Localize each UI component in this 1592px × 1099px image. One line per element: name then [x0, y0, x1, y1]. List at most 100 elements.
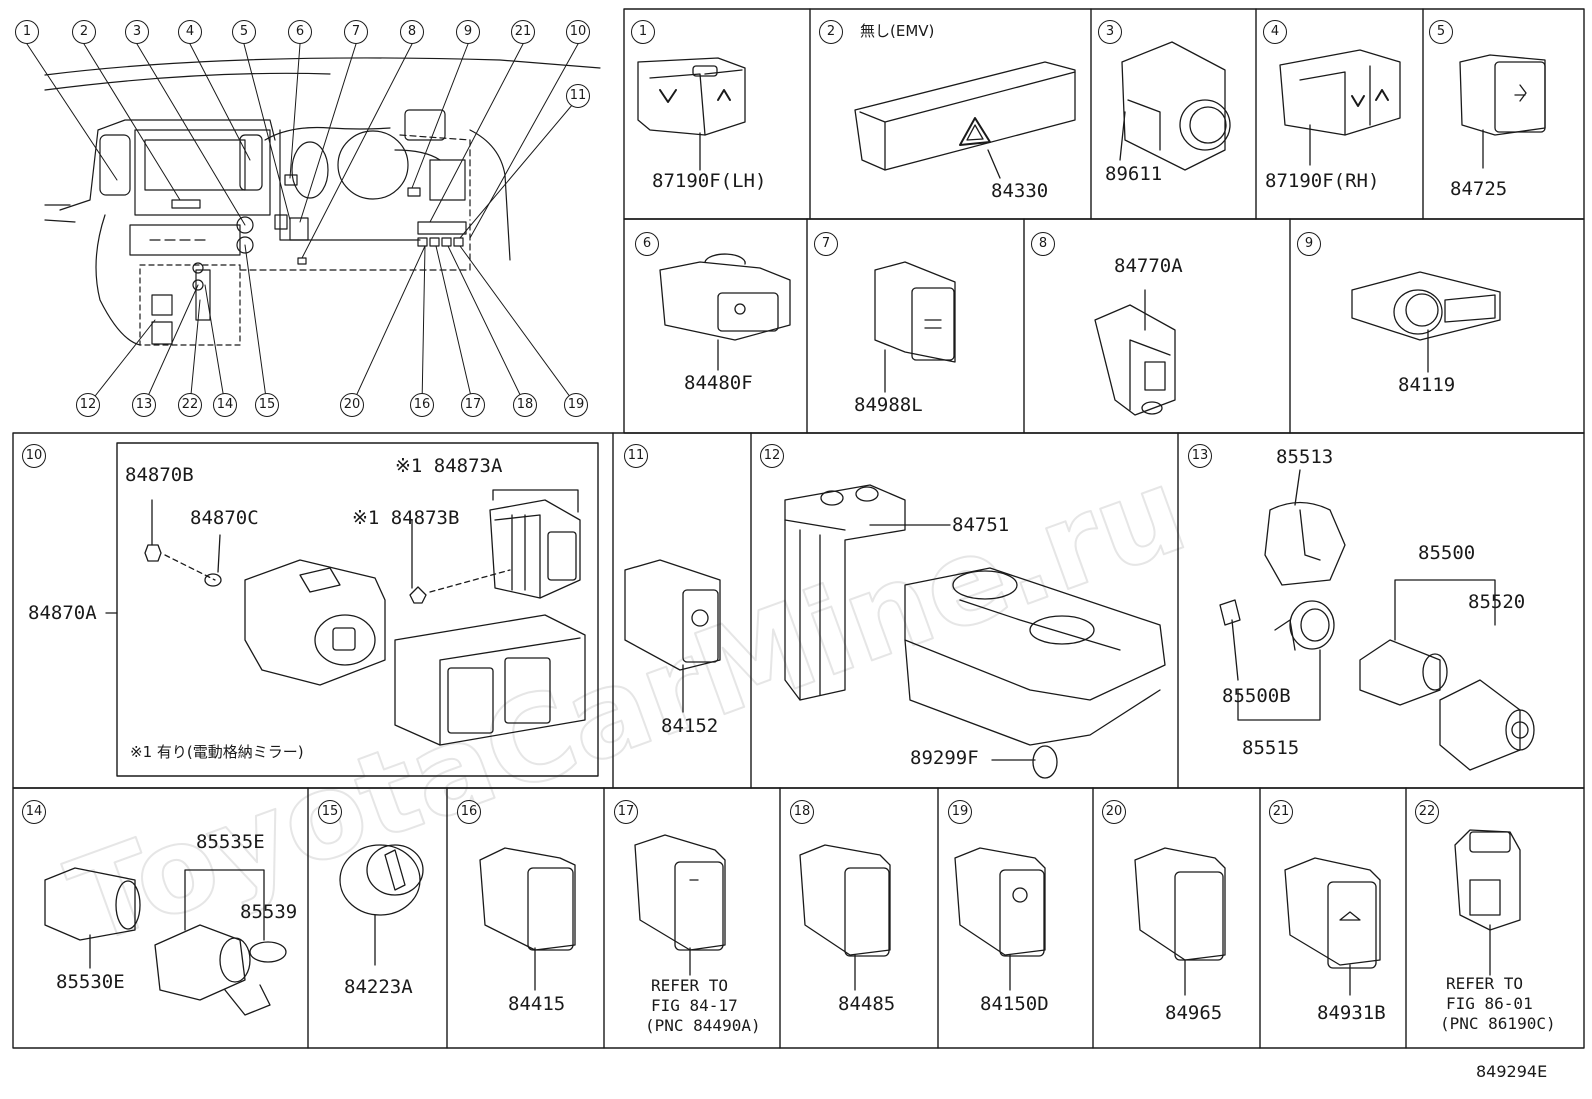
panel-number-7: 7: [814, 232, 838, 256]
overview-callout-19: 19: [564, 393, 588, 417]
panel-2-note: 無し(EMV): [860, 22, 935, 40]
panel-number-21: 21: [1269, 800, 1293, 824]
panel-number-2: 2: [819, 20, 843, 44]
overview-callout-17: 17: [461, 393, 485, 417]
part-label-84119: 84119: [1398, 374, 1456, 396]
panel-number-5: 5: [1429, 20, 1453, 44]
panel-number-20: 20: [1102, 800, 1126, 824]
panel-number-13: 13: [1188, 444, 1212, 468]
part-label-85530E: 85530E: [56, 971, 125, 993]
overview-callout-18: 18: [513, 393, 537, 417]
switch-84988L: [874, 261, 956, 393]
panel-22-ref-line-3: (PNC 86190C): [1440, 1014, 1556, 1033]
overview-callout-13: 13: [132, 393, 156, 417]
overview-callout-9: 9: [456, 20, 480, 44]
socket-84770A: [1094, 289, 1176, 416]
switch-86190C: [1454, 829, 1521, 976]
panel-22-ref-line-2: FIG 86-01: [1446, 994, 1533, 1013]
part-label-84150D: 84150D: [980, 993, 1049, 1015]
panel-84751-89299F: [784, 484, 1166, 779]
part-label-87190F-RH: 87190F(RH): [1265, 170, 1380, 192]
knob-84223A: [339, 844, 424, 966]
part-label-84873B: ※1 84873B: [352, 507, 460, 529]
part-label-84965: 84965: [1165, 1002, 1223, 1024]
socket-assembly-85500: [1219, 469, 1535, 771]
part-label-85500B: 85500B: [1222, 685, 1291, 707]
panel-number-15: 15: [318, 800, 342, 824]
part-label-87190F-LH: 87190F(LH): [652, 170, 767, 192]
switch-84150D: [954, 847, 1046, 991]
panel-number-14: 14: [22, 800, 46, 824]
part-label-85535E: 85535E: [196, 831, 265, 853]
part-label-84725: 84725: [1450, 178, 1508, 200]
panel-number-19: 19: [948, 800, 972, 824]
switch-89611-push-start: [1119, 41, 1231, 171]
part-label-84223A: 84223A: [344, 976, 413, 998]
overview-callout-21: 21: [511, 20, 535, 44]
part-label-84988L: 84988L: [854, 394, 923, 416]
part-label-84770A: 84770A: [1114, 255, 1183, 277]
part-label-85513: 85513: [1276, 446, 1334, 468]
panel-10-note: ※1 有り(電動格納ミラー): [130, 743, 304, 761]
part-label-89299F: 89299F: [910, 747, 979, 769]
part-label-89611: 89611: [1105, 163, 1163, 185]
part-label-84870A: 84870A: [28, 602, 97, 624]
overview-callout-4: 4: [178, 20, 202, 44]
panel-number-8: 8: [1031, 232, 1055, 256]
panel-number-6: 6: [635, 232, 659, 256]
switch-84480F: [659, 253, 791, 371]
part-label-84873A: ※1 84873A: [395, 455, 503, 477]
switch-84490A: [634, 834, 726, 976]
part-label-84931B: 84931B: [1317, 1002, 1386, 1024]
mirror-switch-assembly: [105, 489, 586, 746]
panel-number-10: 10: [22, 444, 46, 468]
panel-number-22: 22: [1415, 800, 1439, 824]
panel-17-ref-line-2: FIG 84-17: [651, 996, 738, 1015]
part-label-85539: 85539: [240, 901, 298, 923]
overview-callout-11: 11: [566, 84, 590, 108]
panel-17-ref-line-1: REFER TO: [651, 976, 729, 995]
switch-84485: [799, 844, 891, 991]
part-label-84415: 84415: [508, 993, 566, 1015]
overview-callout-2: 2: [72, 20, 96, 44]
part-label-84152: 84152: [661, 715, 719, 737]
overview-callout-1: 1: [15, 20, 39, 44]
switch-84965: [1134, 847, 1226, 996]
part-label-85515: 85515: [1242, 737, 1300, 759]
panel-number-18: 18: [790, 800, 814, 824]
part-label-84751: 84751: [952, 514, 1010, 536]
socket-85530E-85535E: [44, 867, 287, 1016]
part-label-84870C: 84870C: [190, 507, 259, 529]
overview-callout-5: 5: [232, 20, 256, 44]
part-label-84480F: 84480F: [684, 372, 753, 394]
switch-84330-hazard: [854, 61, 1076, 179]
panel-22-ref-line-1: REFER TO: [1446, 974, 1524, 993]
diagram-id: 849294E: [1476, 1062, 1548, 1081]
overview-callout-12: 12: [76, 393, 100, 417]
overview-callout-7: 7: [344, 20, 368, 44]
switch-87190F-RH: [1279, 49, 1401, 166]
panel-number-9: 9: [1297, 232, 1321, 256]
overview-callout-16: 16: [410, 393, 434, 417]
panel-number-17: 17: [614, 800, 638, 824]
panel-grid: [12, 8, 1585, 1049]
switch-87190F-LH: [637, 57, 746, 171]
overview-callout-3: 3: [125, 20, 149, 44]
overview-leaders: [26, 43, 579, 406]
part-label-85500: 85500: [1418, 542, 1476, 564]
overview-callout-6: 6: [288, 20, 312, 44]
panel-number-3: 3: [1098, 20, 1122, 44]
panel-number-11: 11: [624, 444, 648, 468]
part-label-84870B: 84870B: [125, 464, 194, 486]
part-label-85520: 85520: [1468, 591, 1526, 613]
switch-84415: [479, 847, 576, 991]
panel-17-ref-line-3: (PNC 84490A): [645, 1016, 761, 1035]
switch-84725: [1459, 54, 1546, 169]
panel-number-16: 16: [457, 800, 481, 824]
overview-callout-15: 15: [255, 393, 279, 417]
panel-number-12: 12: [760, 444, 784, 468]
overview-callout-10: 10: [566, 20, 590, 44]
panel-number-4: 4: [1263, 20, 1287, 44]
part-label-84485: 84485: [838, 993, 896, 1015]
